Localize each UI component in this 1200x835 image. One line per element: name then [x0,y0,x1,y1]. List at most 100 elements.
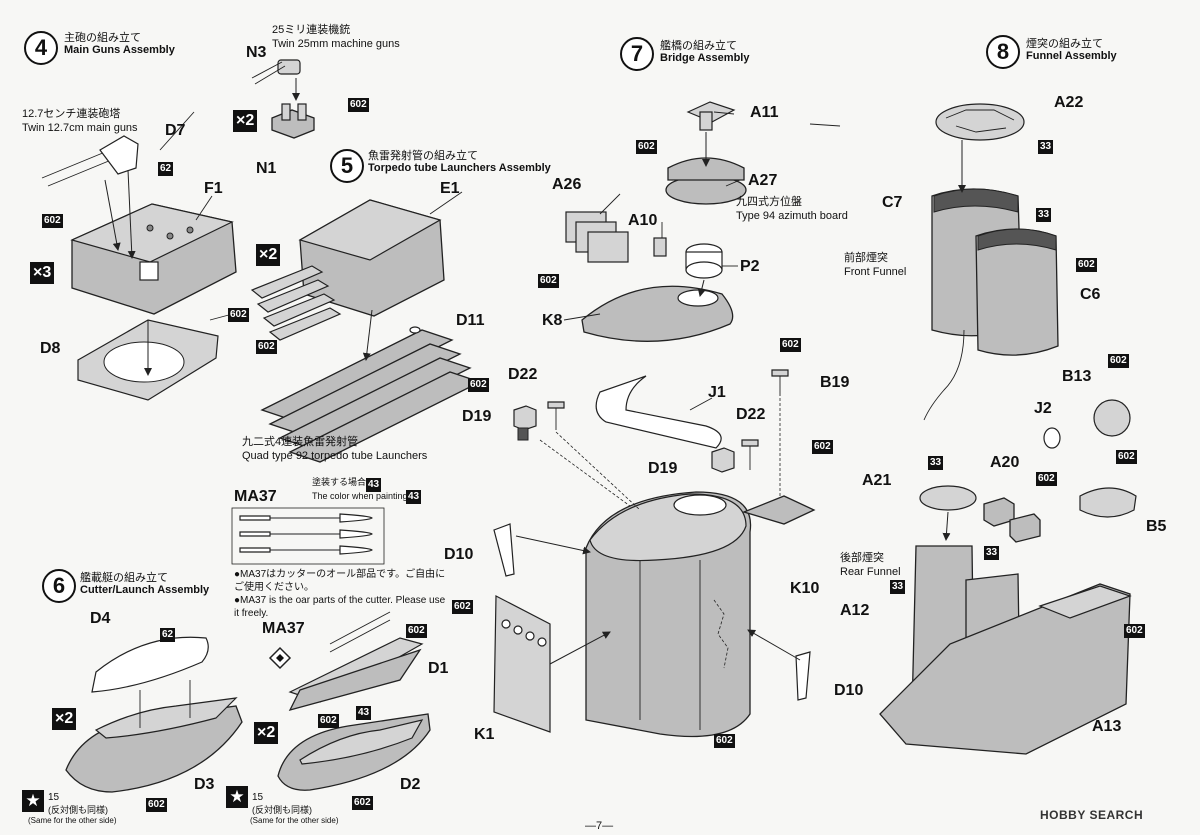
front-funnel-drawing [923,103,1059,421]
step-7-number: 7 [620,37,654,71]
mg25-caption-en: Twin 25mm machine guns [272,38,400,50]
torpedo-launcher-drawing [250,199,482,463]
multiplier-badge: ×2 [233,110,258,132]
part-label-a10: A10 [628,212,658,229]
color-badge-33: 33 [1036,208,1052,222]
part-label-k10: K10 [790,580,820,597]
color-badge-33: 33 [984,546,1000,560]
mg25-caption-ja: 25ミリ連装機銃 [272,24,351,36]
step-4-title-ja: 主砲の組み立て [64,32,141,44]
color-badge-602: 602 [1076,258,1097,272]
part-label-j2: J2 [1034,400,1052,417]
step-5-number: 5 [330,149,364,183]
color-badge-602: 602 [318,714,339,728]
guns127-caption-ja: 12.7センチ連装砲塔 [22,108,121,120]
same-side-note-en: (Same for the other side) [250,816,339,825]
color-badge-43: 43 [356,706,372,720]
step-4-title-en: Main Guns Assembly [64,44,175,56]
step-6-number: 6 [42,569,76,603]
color-badge-602: 602 [42,214,63,228]
bridge-top-drawing [565,101,747,449]
color-badge-62: 62 [160,628,176,642]
step-7-title-ja: 艦橋の組み立て [660,40,737,52]
step-7-title-en: Bridge Assembly [660,52,750,64]
star-icon: ★ [226,786,248,808]
multiplier-badge: ×2 [52,708,77,730]
color-badge-43: 43 [406,490,422,504]
part-label-a12: A12 [840,602,870,619]
same-side-note-ja: (反対側も同様) [252,805,312,815]
part-label-d10: D10 [834,682,864,699]
part-label-a26: A26 [552,176,582,193]
paint-note-ja: 塗装する場合 [312,477,367,487]
color-badge-602: 602 [406,624,427,638]
part-label-d10: D10 [444,546,474,563]
rear-funnel-drawing [879,399,1137,755]
launch-drawing [268,611,431,791]
part-label-a21: A21 [862,472,892,489]
part-label-k8: K8 [542,312,563,329]
rear-funnel-ja: 後部煙突 [840,552,884,564]
color-badge-602: 602 [468,378,489,392]
part-label-n1: N1 [256,160,277,177]
step-6-title-ja: 艦載艇の組み立て [80,572,168,584]
watermark: HOBBY SEARCH [1040,808,1144,822]
part-label-a22: A22 [1054,94,1084,111]
part-label-e1: E1 [440,180,460,197]
part-label-d11: D11 [456,312,485,329]
color-badge-602: 602 [348,98,369,112]
paint-note-en: The color when painting is [312,491,417,501]
color-badge-43: 43 [366,478,382,492]
step-4-number: 4 [24,31,58,65]
part-label-c7: C7 [882,194,903,211]
multiplier-badge: ×3 [30,262,55,284]
step-8-title-ja: 煙突の組み立て [1026,38,1103,50]
part-label-ma37: MA37 [234,488,277,505]
color-badge-602: 602 [1108,354,1129,368]
color-badge-602: 602 [256,340,277,354]
torp-caption-en: Quad type 92 torpedo tube Launchers [242,450,428,462]
part-label-b13: B13 [1062,368,1092,385]
part-label-d3: D3 [194,776,215,793]
rear-funnel-en: Rear Funnel [840,566,901,578]
star-icon: ★ [22,790,44,812]
t94-caption-en: Type 94 azimuth board [736,210,848,222]
color-badge-602: 602 [146,798,167,812]
color-badge-62: 62 [158,162,174,176]
multiplier-badge: ×2 [256,244,281,266]
color-badge-602: 602 [452,600,473,614]
part-label-d8: D8 [40,340,61,357]
color-badge-602: 602 [538,274,559,288]
part-label-ma37: MA37 [262,620,305,637]
ma37-oars-drawing [231,507,385,565]
color-badge-33: 33 [928,456,944,470]
part-label-b5: B5 [1146,518,1167,535]
part-label-d4: D4 [90,610,111,627]
part-label-j1: J1 [708,384,726,401]
step-8-title-en: Funnel Assembly [1026,50,1117,62]
part-label-b19: B19 [820,374,850,391]
part-label-d7: D7 [165,122,186,139]
part-label-n3: N3 [246,44,267,61]
leader-lines [159,111,841,411]
color-badge-602: 602 [780,338,801,352]
twin-25mm-gun-drawing [251,59,315,139]
color-code-15: 15 [252,792,264,803]
ma37-note-en: ●MA37 is the oar parts of the cutter. Pl… [234,595,446,619]
part-label-a27: A27 [748,172,778,189]
part-label-a11: A11 [750,104,779,121]
color-badge-602: 602 [636,140,657,154]
color-badge-602: 602 [352,796,373,810]
part-label-d22: D22 [736,406,766,423]
part-label-d2: D2 [400,776,421,793]
torp-caption-ja: 九二式4連装魚雷発射管 [242,436,359,448]
part-label-a20: A20 [990,454,1020,471]
multiplier-badge: ×2 [254,722,279,744]
part-label-d1: D1 [428,660,449,677]
step-6-title-en: Cutter/Launch Assembly [80,584,210,596]
ma37-note-ja: ●MA37はカッターのオール部品です。ご自由にご使用ください。 [234,569,446,593]
color-badge-602: 602 [228,308,249,322]
front-funnel-ja: 前部煙突 [844,252,888,264]
color-badge-602: 602 [1116,450,1137,464]
